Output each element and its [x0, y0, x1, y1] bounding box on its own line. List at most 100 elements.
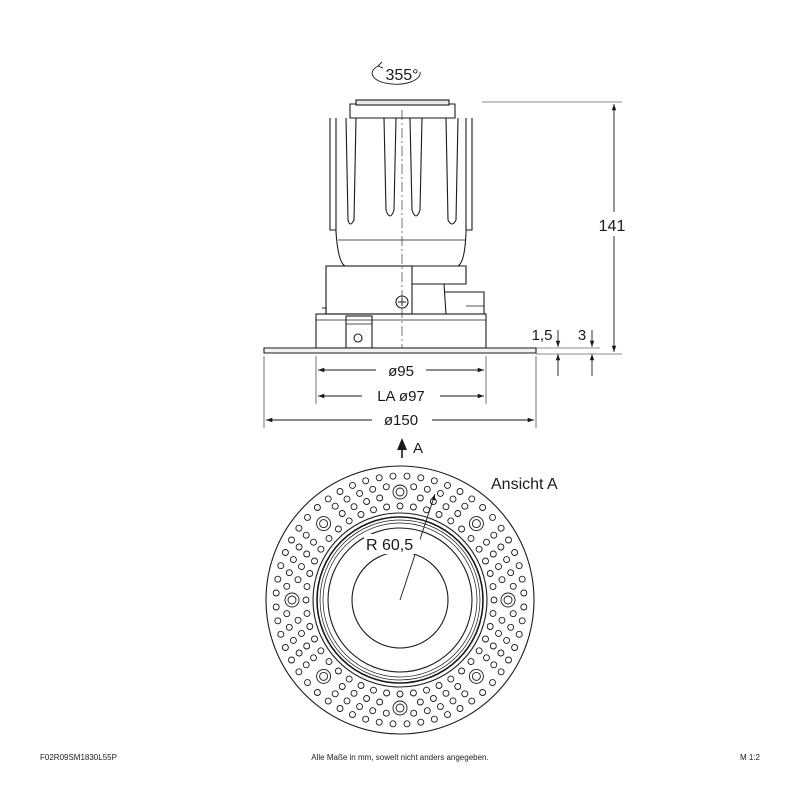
perforation-hole: [285, 569, 293, 577]
radius-label: R 60,5: [366, 537, 413, 554]
perforation-hole: [447, 675, 455, 683]
screw-hole: [287, 595, 297, 605]
perforation-hole: [490, 661, 498, 669]
trim-depth-label: 3: [578, 327, 586, 344]
article-number: F02R09SM1830L55P: [40, 753, 117, 762]
perforation-hole: [423, 707, 431, 715]
perforation-hole: [324, 697, 332, 705]
perforation-hole: [362, 477, 370, 485]
cutout-label: LA ø97: [377, 388, 425, 405]
perforation-hole: [370, 506, 377, 514]
height-dimension: 141: [482, 101, 634, 355]
perforation-hole: [325, 658, 333, 666]
perforation-hole: [303, 609, 311, 617]
perforation-hole: [435, 682, 443, 689]
perforation-hole: [350, 503, 358, 511]
trim-ring: [315, 313, 487, 349]
perforation-hole: [294, 576, 302, 584]
perforation-hole: [454, 510, 462, 517]
perforation-hole: [409, 689, 417, 697]
perforation-hole: [482, 557, 489, 565]
perforation-hole: [349, 711, 356, 719]
perforation-hole: [416, 494, 424, 502]
perforation-hole: [317, 647, 325, 655]
perforation-hole: [482, 635, 489, 643]
perforation-hole: [331, 690, 339, 698]
perforation-hole: [468, 697, 476, 705]
perforation-hole: [311, 635, 318, 643]
perforation-hole: [295, 524, 303, 532]
perforation-hole: [338, 683, 346, 690]
perforation-hole: [486, 570, 494, 577]
perforation-hole: [357, 682, 365, 689]
perforation-hole: [417, 718, 425, 726]
perforation-hole: [345, 517, 353, 525]
perforation-hole: [336, 488, 344, 495]
perforation-pattern: [272, 472, 528, 728]
perforation-hole: [277, 562, 285, 570]
perforation-hole: [283, 610, 291, 618]
perforation-hole: [489, 583, 497, 591]
perforation-hole: [357, 511, 365, 518]
perforation-hole: [498, 616, 506, 624]
perforation-hole: [518, 617, 526, 625]
perforation-hole: [336, 705, 344, 712]
diameter-dimensions: ø95 LA ø97 ø150: [263, 356, 537, 429]
perforation-hole: [396, 502, 404, 510]
perforation-hole: [370, 686, 377, 694]
perforation-hole: [338, 510, 346, 517]
height-label: 141: [599, 218, 626, 235]
perforation-hole: [442, 503, 450, 511]
perforation-hole: [302, 596, 310, 604]
screw-hole: [503, 595, 513, 605]
perforation-hole: [376, 494, 384, 502]
screw-hole: [468, 516, 484, 532]
perforation-hole: [456, 488, 464, 495]
perforation-hole: [356, 489, 364, 497]
perforation-hole: [511, 644, 519, 651]
perforation-hole: [489, 513, 496, 521]
flange-thickness-label: 1,5: [532, 327, 553, 344]
perforation-hole: [295, 543, 303, 551]
perforation-hole: [515, 562, 523, 570]
perforation-hole: [310, 538, 317, 546]
perforation-hole: [303, 583, 311, 591]
perforation-hole: [505, 656, 512, 664]
perforation-hole: [458, 525, 466, 533]
perforation-hole: [489, 550, 497, 558]
perforation-hole: [389, 720, 397, 728]
perforation-hole: [302, 661, 310, 669]
screw-hole: [395, 703, 405, 713]
screw-hole: [319, 519, 329, 529]
perforation-hole: [449, 495, 457, 503]
perforation-hole: [507, 569, 515, 577]
perforation-hole: [304, 513, 311, 521]
perforation-hole: [498, 576, 506, 584]
perforation-hole: [449, 697, 457, 705]
inner-reflector: [312, 512, 488, 688]
perforation-hole: [410, 709, 418, 717]
perforation-hole: [444, 481, 451, 489]
perforation-hole: [483, 654, 490, 662]
perforation-hole: [468, 495, 476, 503]
screw-hole: [392, 484, 408, 500]
perforation-hole: [423, 506, 430, 514]
perforation-hole: [363, 498, 371, 505]
perforation-hole: [345, 675, 353, 683]
perforation-hole: [467, 534, 475, 542]
perforation-hole: [503, 556, 511, 564]
perforation-hole: [375, 474, 383, 482]
inner-diameter-label: ø95: [388, 363, 414, 380]
flange: [263, 347, 537, 354]
screw-hole: [471, 671, 481, 681]
perforation-hole: [483, 538, 490, 546]
perforation-hole: [417, 474, 425, 482]
perforation-hole: [509, 582, 517, 590]
screw-hole: [395, 487, 405, 497]
perforation-hole: [430, 715, 438, 723]
perforation-hole: [389, 472, 397, 480]
perforation-hole: [461, 502, 469, 510]
perforation-hole: [515, 630, 523, 638]
screw-hole: [284, 592, 300, 608]
